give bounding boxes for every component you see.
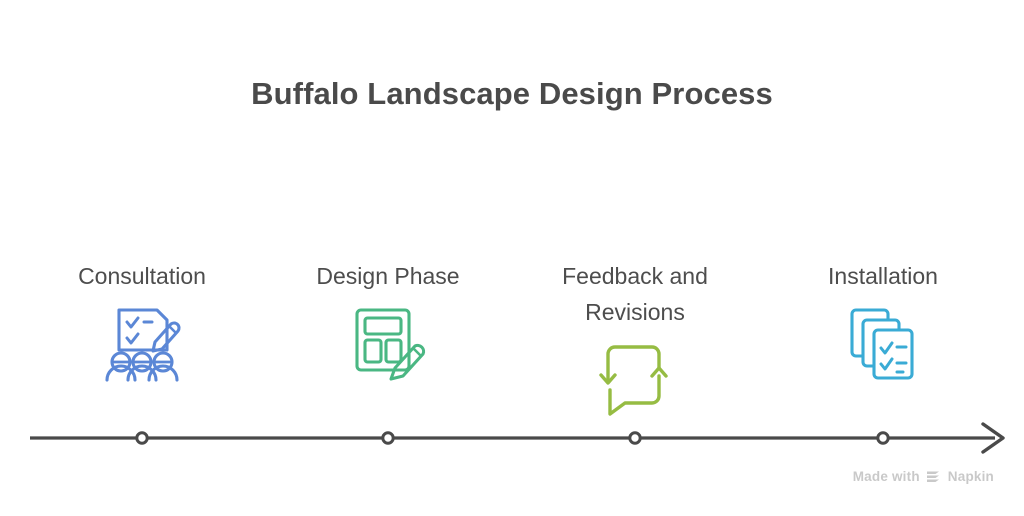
timeline-arrowhead [981, 422, 1005, 454]
milestone-label: Feedback and Revisions [562, 263, 708, 325]
napkin-logo-icon [926, 471, 939, 482]
napkin-watermark: Made with Napkin [853, 469, 994, 484]
milestone-label: Consultation [78, 263, 206, 289]
clipboard-checklist-pencil-people-icon [27, 302, 257, 384]
stacked-documents-checklist-icon [768, 302, 998, 384]
watermark-prefix: Made with [852, 469, 920, 484]
milestone-feedback-revisions[interactable]: Feedback and Revisions [520, 258, 750, 420]
milestone-design-phase[interactable]: Design Phase [273, 258, 503, 384]
milestone-label: Design Phase [316, 263, 460, 289]
page-title: Buffalo Landscape Design Process [251, 76, 773, 111]
milestone-installation[interactable]: Installation [768, 258, 998, 384]
milestone-label: Installation [828, 263, 938, 289]
timeline-dot[interactable] [628, 431, 642, 445]
speech-bubble-cycle-arrows-icon [520, 338, 750, 420]
timeline-dot[interactable] [135, 431, 149, 445]
watermark-brand: Napkin [947, 469, 994, 484]
wireframe-layout-pencil-icon [273, 302, 503, 384]
timeline-dots [135, 431, 890, 445]
milestone-consultation[interactable]: Consultation [27, 258, 257, 384]
timeline-dot[interactable] [381, 431, 395, 445]
timeline-dot[interactable] [876, 431, 890, 445]
